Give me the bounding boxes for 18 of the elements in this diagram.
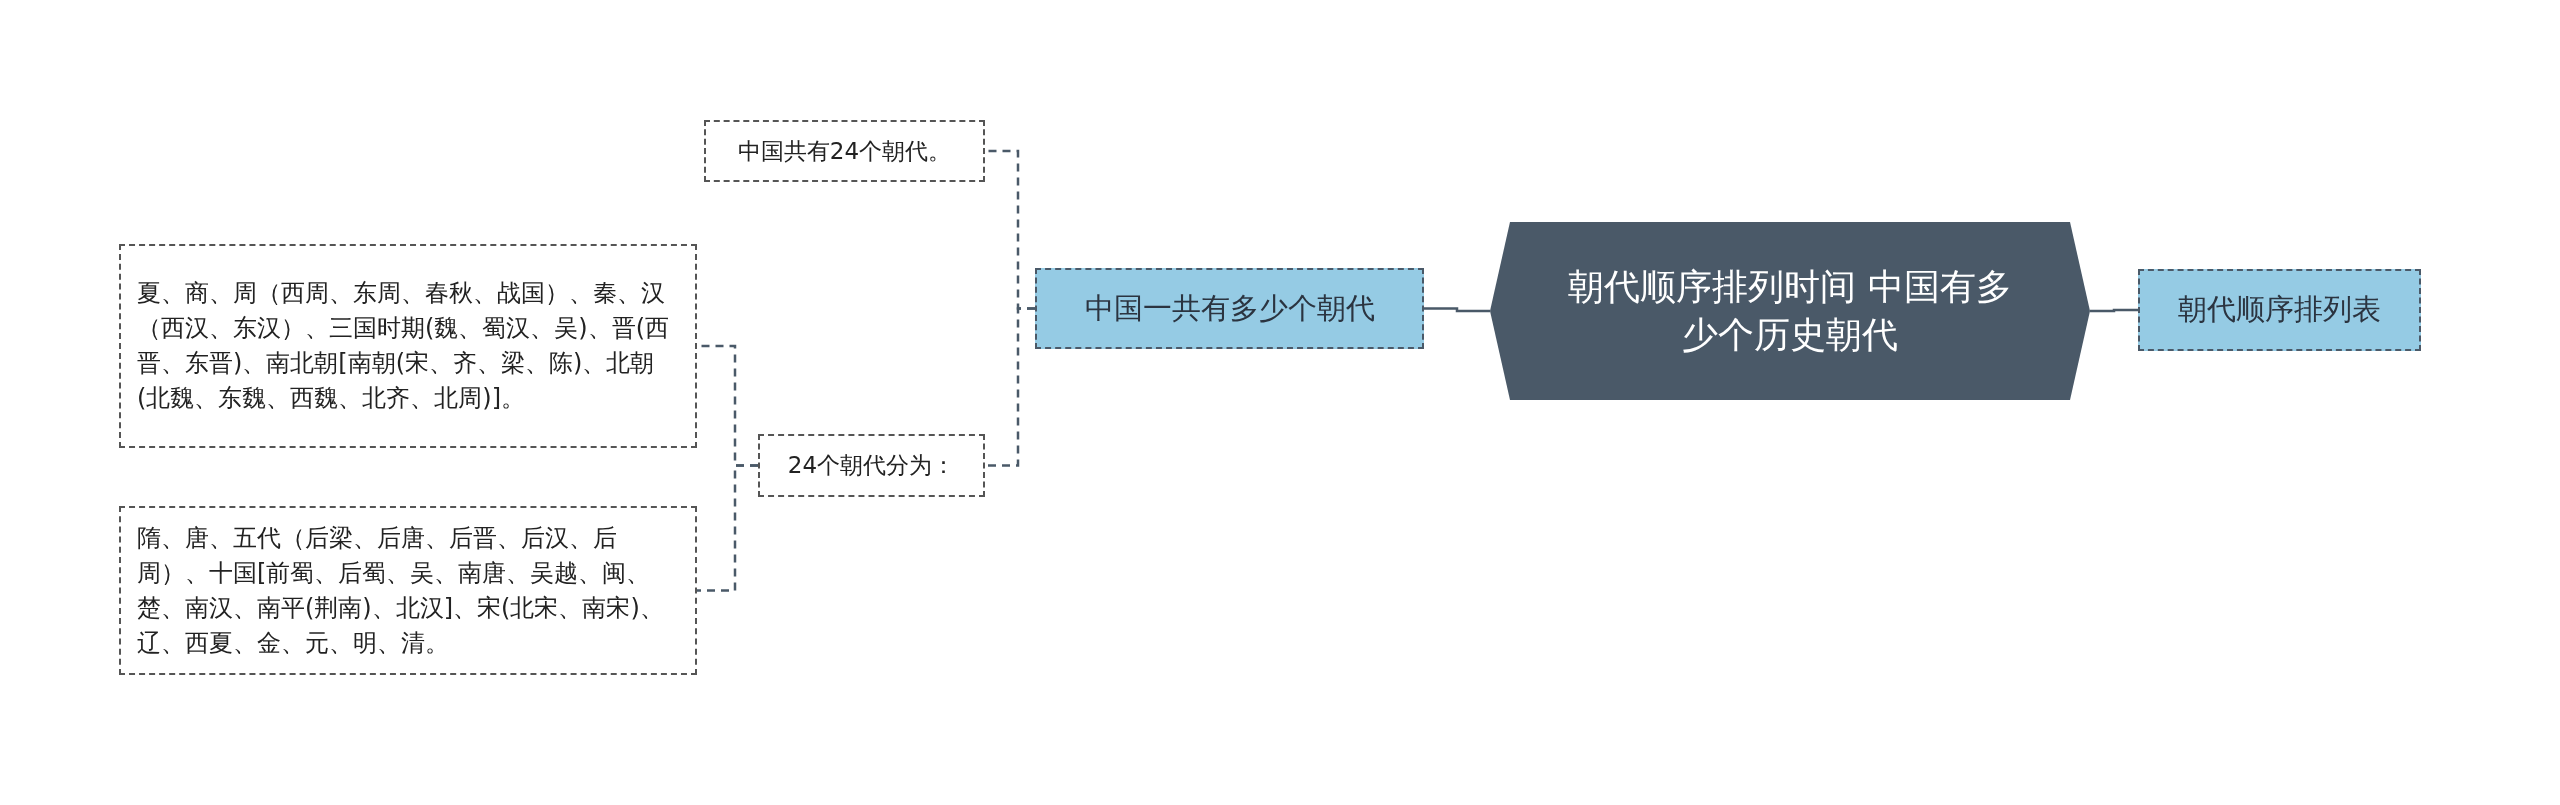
central-topic-hexagon — [1490, 222, 2090, 400]
node-text: 朝代顺序排列时间 中国有多少个历史朝代 — [1567, 265, 2013, 357]
node-text: 中国共有24个朝代。 — [737, 136, 952, 166]
node-text: 朝代顺序排列表 — [2178, 291, 2381, 329]
connector-line — [985, 307, 1035, 467]
text-box — [119, 244, 697, 448]
topic-box — [2138, 269, 2421, 351]
text-box — [758, 434, 985, 497]
node-text: 中国一共有多少个朝代 — [1084, 289, 1375, 327]
connector-line — [2090, 308, 2138, 313]
topic-box — [1035, 268, 1424, 349]
connector-line — [1424, 307, 1490, 313]
node-text: 夏、商、周（西周、东周、春秋、战国）、秦、汉（西汉、东汉）、三国时期(魏、蜀汉、吴)、晋(西晋、东晋)、南北朝[南朝(宋、齐、梁、陈)、北朝(北魏、东魏、西魏、北齐、北周)]。 — [137, 278, 671, 414]
text-box — [704, 120, 985, 182]
node-text: 24个朝代分为： — [787, 451, 956, 481]
text-box — [119, 506, 697, 675]
node-text: 隋、唐、五代（后梁、后唐、后晋、后汉、后周）、十国[前蜀、后蜀、吴、南唐、吴越、闽、楚、南汉、南平(荆南)、北汉]、宋(北宋、南宋)、辽、西夏、金、元、明、清。 — [137, 522, 665, 659]
connector-line — [697, 464, 758, 592]
